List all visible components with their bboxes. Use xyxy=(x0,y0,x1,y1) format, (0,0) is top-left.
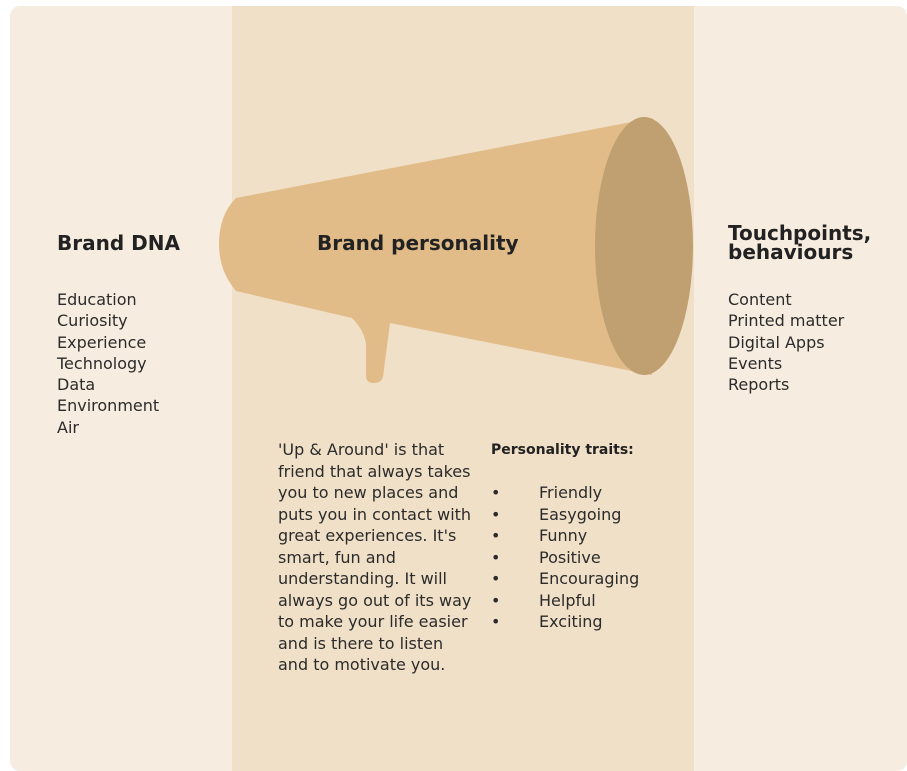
trait-label: Encouraging xyxy=(539,569,640,588)
trait-label: Exciting xyxy=(539,612,603,631)
list-item: Data xyxy=(57,375,96,395)
list-item: Experience xyxy=(57,332,147,352)
trait-label: Positive xyxy=(539,547,601,567)
list-item: Printed matter xyxy=(728,311,845,331)
bullet: • xyxy=(491,483,501,502)
trait-item: • Friendly xyxy=(491,482,639,504)
trait-label: Friendly xyxy=(539,483,603,502)
list-item: Digital Apps xyxy=(728,332,825,352)
brand-personality-description: 'Up & Around' is that friend that always… xyxy=(278,440,472,674)
list-item: Reports xyxy=(728,375,790,395)
brand-personality-title: Brand personality xyxy=(317,231,519,255)
trait-label: Funny xyxy=(539,526,588,545)
bullet: • xyxy=(491,504,501,524)
list-item: Events xyxy=(728,353,783,373)
bullet: • xyxy=(491,526,501,545)
megaphone-mouth xyxy=(595,117,693,375)
personality-traits-title: Personality traits: xyxy=(491,442,634,458)
touchpoints-title-line1: Touchpoints, xyxy=(728,221,872,245)
trait-item: • Encouraging xyxy=(491,568,639,590)
personality-traits-list: • Friendly • Easygoing • Funny • Positive • E… xyxy=(491,482,639,633)
trait-label: Easygoing xyxy=(539,504,622,524)
megaphone-body xyxy=(219,118,652,383)
trait-item: • Helpful xyxy=(491,590,639,612)
trait-label: Helpful xyxy=(539,590,596,610)
list-item: Environment xyxy=(57,396,160,416)
list-item: Curiosity xyxy=(57,311,128,331)
bullet: • xyxy=(491,612,501,631)
trait-item: • Positive xyxy=(491,547,639,569)
list-item: Content xyxy=(728,290,792,309)
list-item: Air xyxy=(57,417,79,437)
touchpoints-title: Touchpoints, behaviours xyxy=(728,221,872,264)
list-item: Education xyxy=(57,290,137,309)
bullet: • xyxy=(491,569,501,588)
touchpoints-title-line2: behaviours xyxy=(728,240,854,264)
list-item: Technology xyxy=(57,353,147,373)
touchpoints-list: Content Printed matter Digital Apps Even… xyxy=(728,289,844,395)
bullet: • xyxy=(491,547,501,567)
brand-dna-title: Brand DNA xyxy=(57,231,180,255)
trait-item: • Easygoing xyxy=(491,504,639,526)
brand-dna-list: Education Curiosity Experience Technolog… xyxy=(57,289,159,438)
trait-item: • Exciting xyxy=(491,611,639,633)
trait-item: • Funny xyxy=(491,525,639,547)
bullet: • xyxy=(491,590,501,610)
